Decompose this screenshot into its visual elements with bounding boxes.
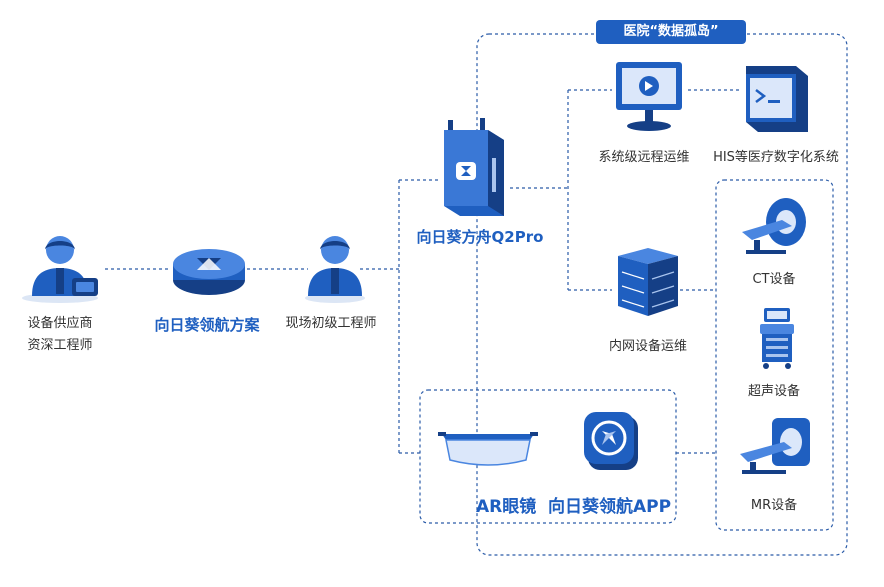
island-border	[476, 33, 848, 556]
field-engineer-label: 现场初级工程师	[285, 316, 377, 331]
engineer-person-icon	[22, 236, 98, 303]
ultrasound-cart-icon	[760, 308, 794, 369]
supplier-engineer-line1: 设备供应商	[27, 316, 93, 331]
navigator-puck-icon	[173, 249, 245, 295]
ct-label: CT设备	[752, 272, 796, 287]
mobile-group-border	[419, 389, 677, 524]
devices-group-border	[715, 179, 834, 531]
server-rack-icon	[618, 248, 678, 316]
monitor-icon	[616, 62, 682, 131]
system-ops-label: 系统级远程运维	[598, 150, 690, 165]
app-compass-icon	[584, 412, 638, 470]
ar-glasses-label: AR眼镜	[476, 497, 537, 517]
island-title-tag: 医院“数据孤岛”	[596, 20, 746, 44]
terminal-window-icon	[746, 66, 808, 132]
his-label: HIS等医疗数字化系统	[713, 150, 839, 165]
field-engineer-person-icon	[305, 236, 365, 303]
supplier-engineer-line2: 资深工程师	[27, 338, 93, 353]
q2pro-box-icon	[444, 118, 504, 216]
mr-label: MR设备	[750, 498, 798, 513]
ct-scanner-icon	[742, 198, 806, 254]
ar-glasses-icon	[438, 432, 538, 466]
navigator-solution-label: 向日葵领航方案	[154, 316, 260, 334]
ultrasound-label: 超声设备	[747, 384, 800, 399]
q2pro-label: 向日葵方舟Q2Pro	[416, 228, 544, 246]
navigator-app-label: 向日葵领航APP	[548, 497, 672, 517]
mr-scanner-icon	[740, 418, 810, 474]
intranet-ops-label: 内网设备运维	[608, 339, 687, 354]
